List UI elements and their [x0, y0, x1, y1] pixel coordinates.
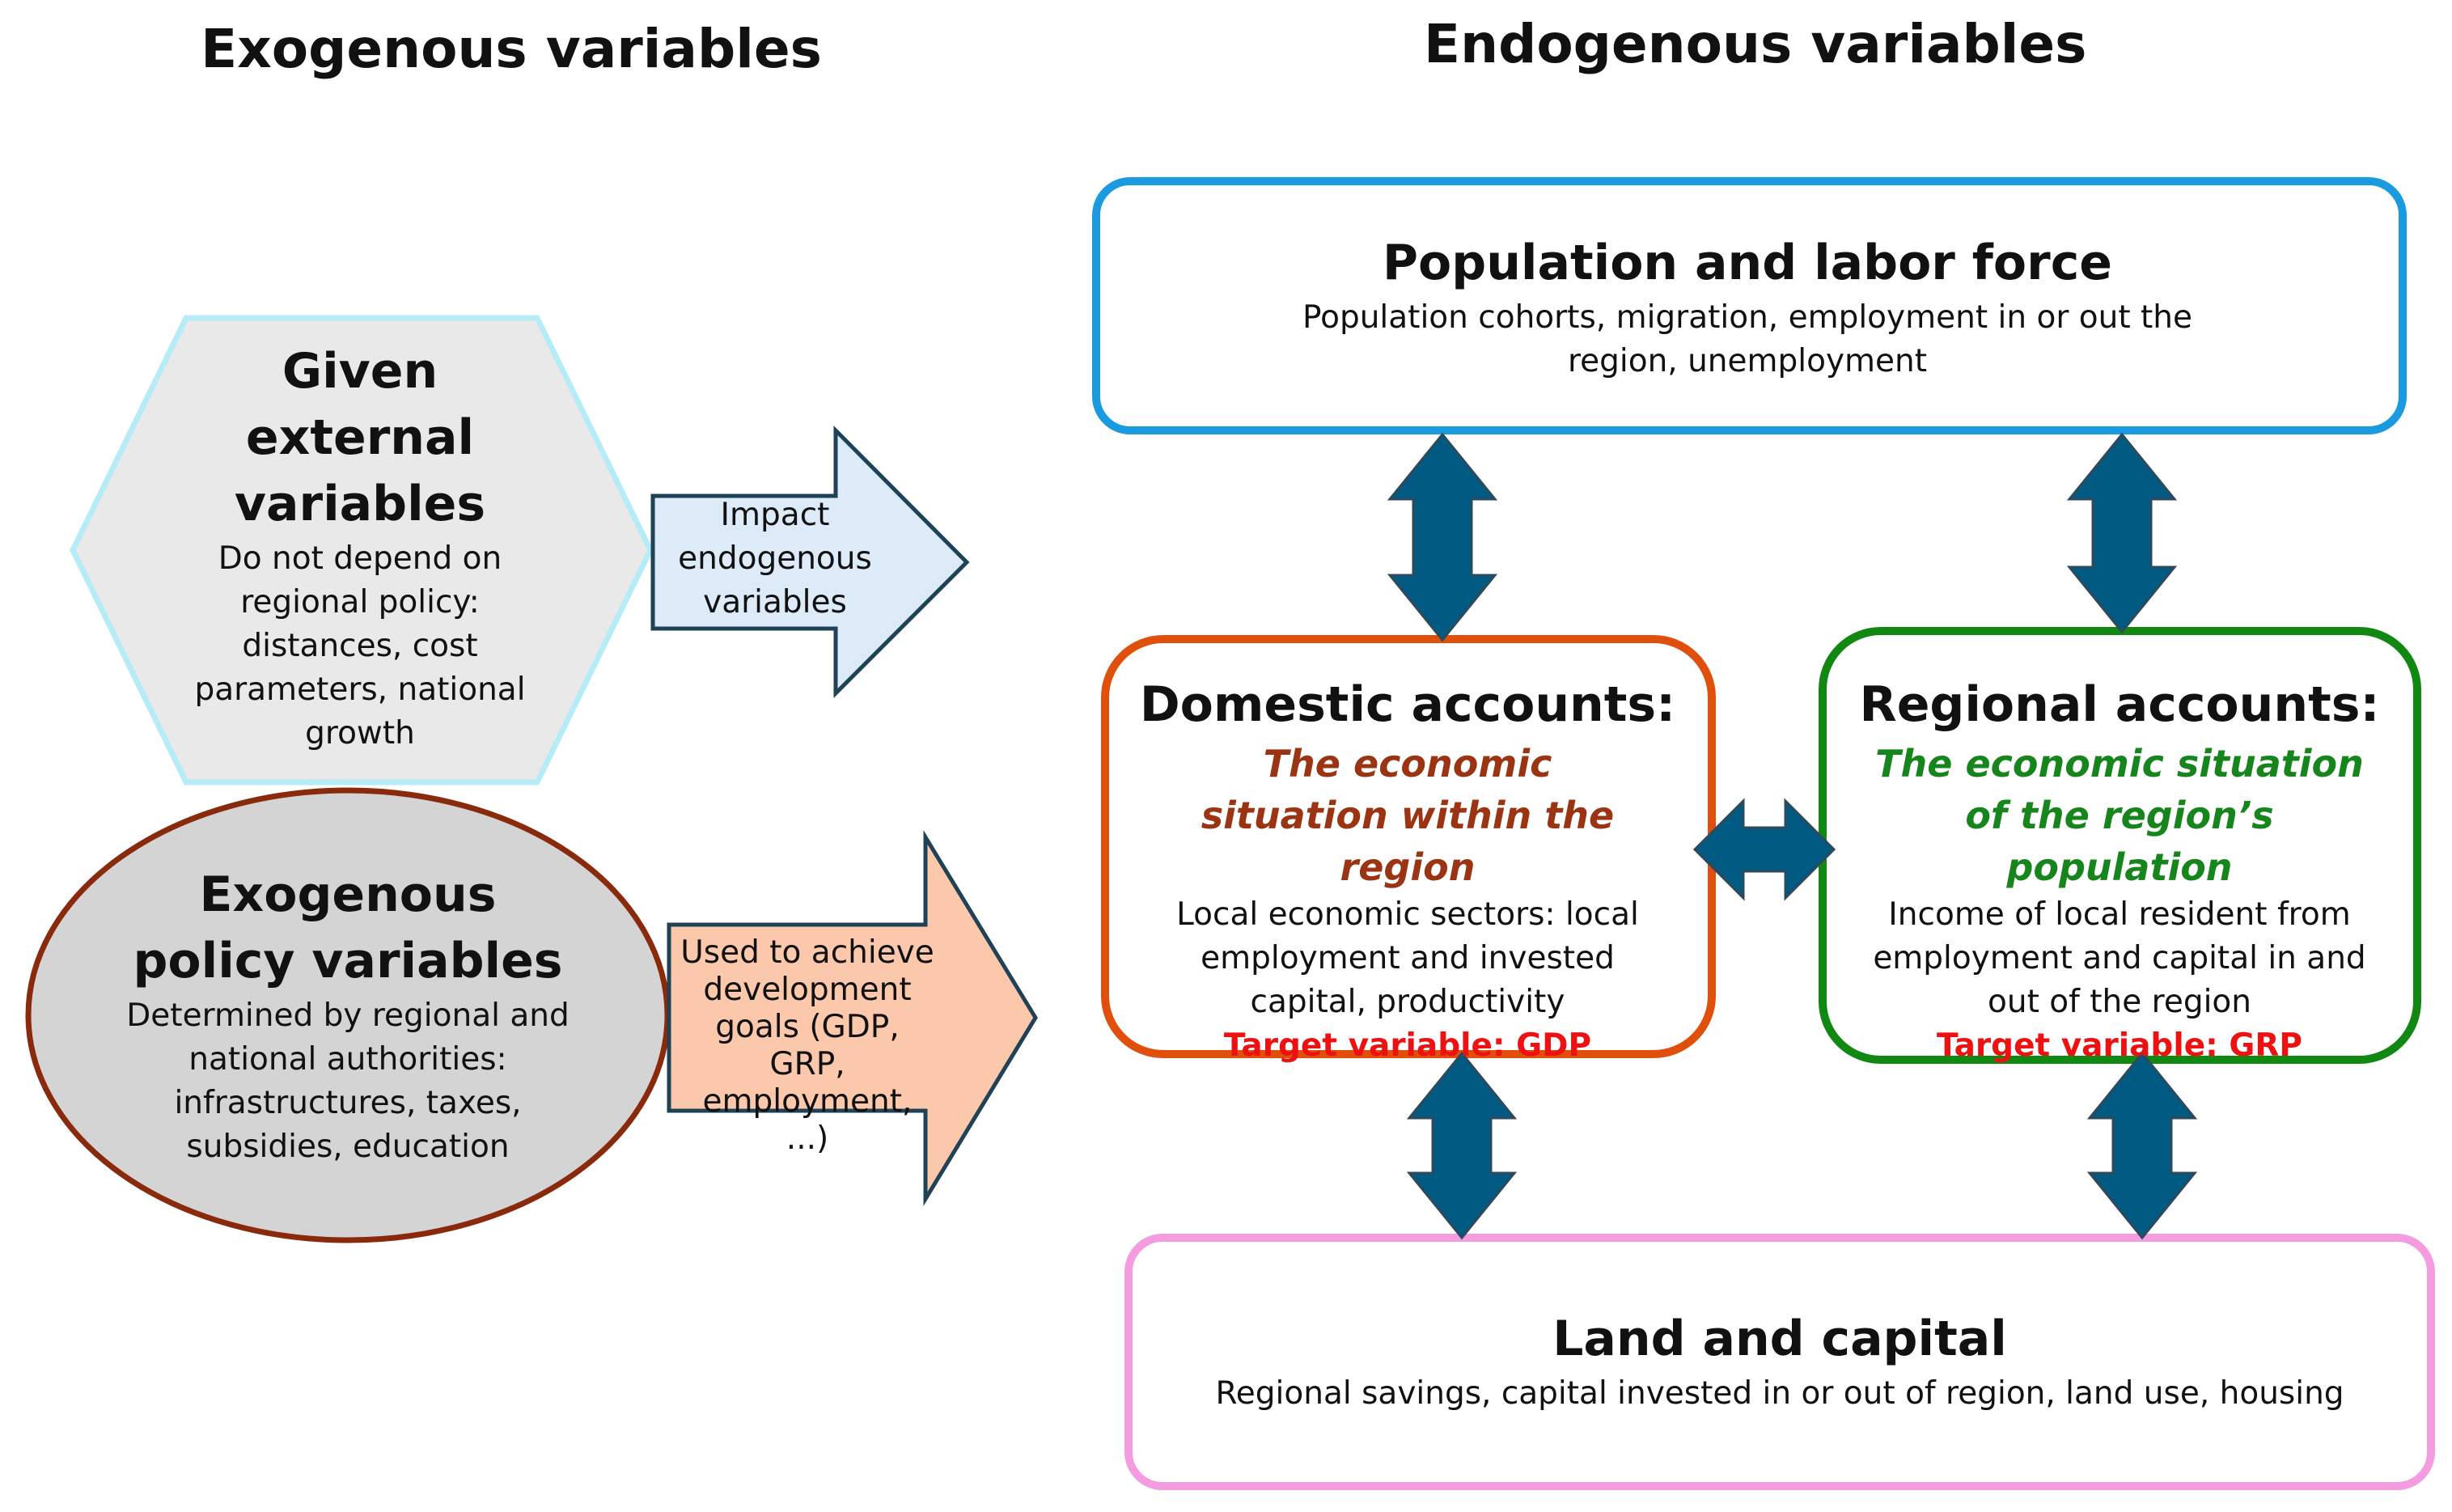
population-text: Population and labor force Population co…	[1165, 230, 2330, 383]
impact-arrow	[650, 425, 970, 699]
exogenous-policy-text: Exogenous policy variables Determined by…	[117, 862, 578, 1169]
used-arrow	[667, 830, 1038, 1206]
given-external-title: Given external variables	[234, 343, 486, 532]
exogenous-heading: Exogenous variables	[201, 18, 822, 80]
exogenous-policy-body: Determined by regional and national auth…	[126, 997, 570, 1165]
population-title: Population and labor force	[1383, 235, 2112, 291]
population-body: Population cohorts, migration, employmen…	[1302, 299, 2193, 379]
exogenous-policy-title: Exogenous policy variables	[133, 866, 563, 989]
impact-arrow-label: Impact endogenous variables	[678, 497, 872, 620]
given-external-text: Given external variables Do not depend o…	[174, 338, 546, 756]
regional-text: Regional accounts: The economic situatio…	[1849, 671, 2391, 1068]
domestic-body: Local economic sectors: local employment…	[1176, 896, 1639, 1020]
endogenous-heading: Endogenous variables	[1424, 13, 2087, 75]
connector-population-domestic	[1387, 432, 1498, 642]
regional-target: Target variable: GRP	[1937, 1027, 2302, 1064]
given-external-hexagon	[70, 315, 654, 786]
land-body: Regional savings, capital invested in or…	[1215, 1375, 2344, 1412]
regional-body: Income of local resident from employment…	[1873, 896, 2366, 1020]
land-box	[1124, 1234, 2435, 1490]
connector-regional-land	[2086, 1051, 2198, 1240]
land-title: Land and capital	[1552, 1311, 2007, 1367]
domestic-text: Domestic accounts: The economic situatio…	[1133, 671, 1683, 1068]
land-text: Land and capital Regional savings, capit…	[1149, 1306, 2411, 1416]
connector-domestic-regional	[1692, 798, 1836, 901]
given-external-body: Do not depend on regional policy: distan…	[194, 540, 526, 752]
regional-title: Regional accounts:	[1859, 676, 2380, 733]
connector-domestic-land	[1406, 1051, 1518, 1240]
domestic-subtitle: The economic situation within the region	[1201, 742, 1615, 889]
population-box	[1092, 177, 2407, 434]
used-arrow-label: Used to achieve development goals (GDP, …	[680, 934, 934, 1157]
domestic-title: Domestic accounts:	[1139, 676, 1676, 733]
connector-population-regional	[2066, 432, 2178, 634]
domestic-target: Target variable: GDP	[1223, 1027, 1592, 1064]
regional-subtitle: The economic situation of the region’s p…	[1875, 742, 2364, 889]
